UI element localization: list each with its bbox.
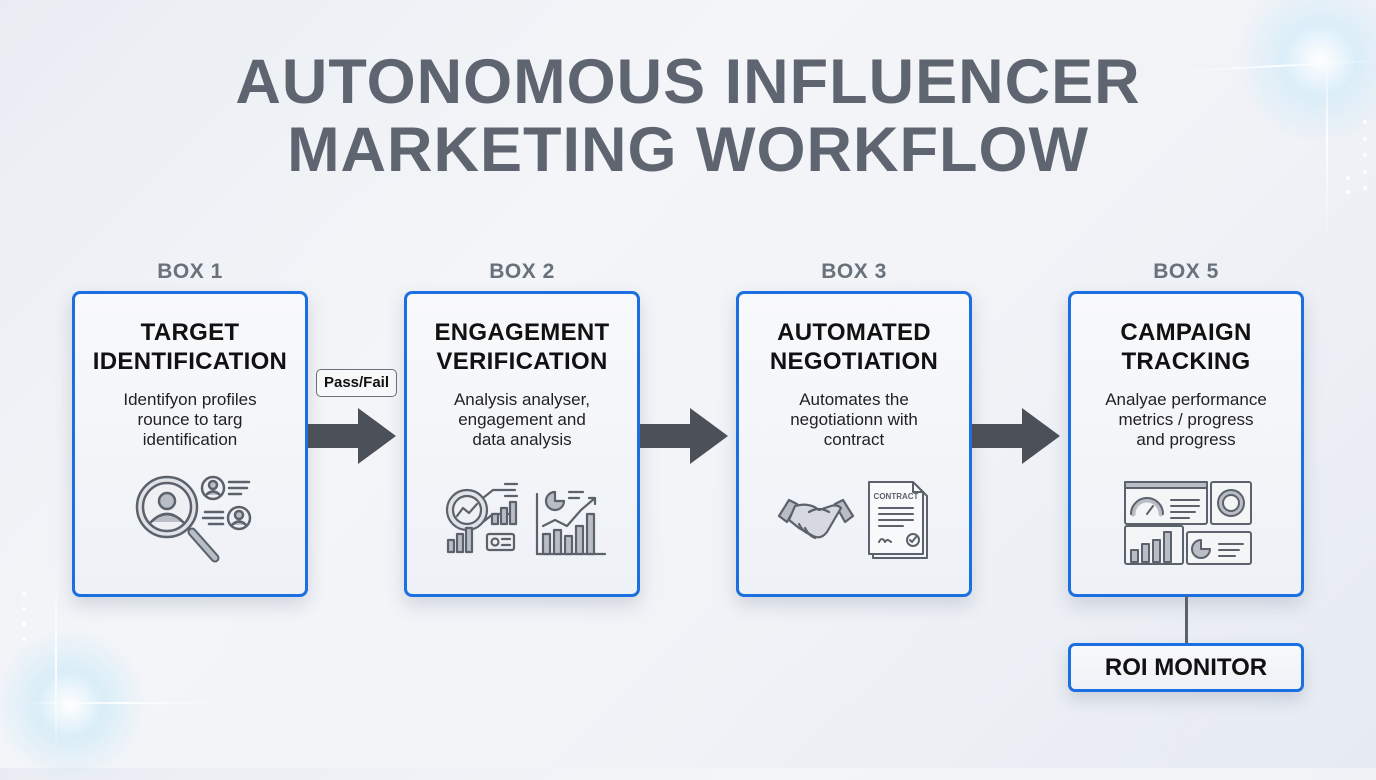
arrow-right-icon <box>308 408 396 464</box>
step-description-line: Analysis analyser, <box>453 390 591 409</box>
step-description-line: Automates the <box>799 390 909 409</box>
light-streak <box>55 560 57 760</box>
step-description-line: identification <box>142 430 238 449</box>
connector-line <box>1185 596 1188 644</box>
decor-dot <box>1363 120 1367 124</box>
step-description-line: and progress <box>1136 430 1236 449</box>
step-description: Automates the negotiationn with contract <box>747 390 961 450</box>
decor-dot <box>1363 186 1367 190</box>
contract-label: CONTRACT <box>874 492 919 501</box>
step-description-line: data analysis <box>472 430 572 449</box>
decor-dot <box>1363 170 1367 174</box>
step-description: Analyae performance metrics / progress a… <box>1079 390 1293 450</box>
decor-dot <box>1346 176 1350 180</box>
arrow-right-icon <box>640 408 728 464</box>
analytics-charts-icon <box>445 482 607 556</box>
step-title: ENGAGEMENT VERIFICATION <box>407 318 637 376</box>
decor-dot <box>22 607 26 611</box>
step-card-engagement-verification[interactable]: ENGAGEMENT VERIFICATION Analysis analyse… <box>404 291 640 597</box>
light-streak <box>1326 40 1328 240</box>
step-title: CAMPAIGN TRACKING <box>1071 318 1301 376</box>
step-title-line: NEGOTIATION <box>769 348 939 375</box>
step-title-line: AUTOMATED <box>777 319 931 346</box>
arrow-right-icon <box>972 408 1060 464</box>
dashboard-icon <box>1124 481 1252 565</box>
step-title: AUTOMATED NEGOTIATION <box>739 318 969 376</box>
step-card-automated-negotiation[interactable]: AUTOMATED NEGOTIATION Automates the nego… <box>736 291 972 597</box>
magnifier-user-profiles-icon <box>135 475 252 563</box>
handshake-contract-icon: CONTRACT <box>777 481 928 559</box>
decor-dot <box>1346 190 1350 194</box>
step-card-campaign-tracking[interactable]: CAMPAIGN TRACKING Analyae performance me… <box>1068 291 1304 597</box>
step-description: Identifyon profiles rounce to targ ident… <box>83 390 297 450</box>
step-label-4: BOX 5 <box>1153 260 1219 283</box>
light-streak <box>20 702 220 704</box>
step-title-line: IDENTIFICATION <box>92 348 288 375</box>
step-description: Analysis analyser, engagement and data a… <box>415 390 629 450</box>
step-title: TARGET IDENTIFICATION <box>75 318 305 376</box>
step-description-line: metrics / progress <box>1118 410 1254 429</box>
light-flare-bottom-left <box>0 630 150 780</box>
step-title-line: ENGAGEMENT <box>434 319 610 346</box>
step-title-line: TARGET <box>140 319 240 346</box>
step-card-target-identification[interactable]: TARGET IDENTIFICATION Identifyon profile… <box>72 291 308 597</box>
decor-dot <box>22 637 26 641</box>
step-description-line: negotiationn with <box>790 410 918 429</box>
step-title-line: CAMPAIGN <box>1120 319 1252 346</box>
step-description-line: rounce to targ <box>137 410 243 429</box>
step-description-line: Identifyon profiles <box>123 390 257 409</box>
step-title-line: VERIFICATION <box>436 348 608 375</box>
step-label-2: BOX 2 <box>489 260 555 283</box>
step-description-line: engagement and <box>458 410 586 429</box>
decor-dot <box>22 622 26 626</box>
decor-dot <box>1363 153 1367 157</box>
pass-fail-badge: Pass/Fail <box>316 369 397 397</box>
step-description-line: Analyae performance <box>1105 390 1267 409</box>
decor-dot <box>22 592 26 596</box>
step-description-line: contract <box>823 430 885 449</box>
page-title-line-1: AUTONOMOUS INFLUENCER <box>235 47 1141 117</box>
step-title-line: TRACKING <box>1121 348 1251 375</box>
step-label-3: BOX 3 <box>821 260 887 283</box>
decor-dot <box>1363 137 1367 141</box>
page-title-line-2: MARKETING WORKFLOW <box>287 115 1089 185</box>
roi-monitor-box[interactable]: ROI MONITOR <box>1068 643 1304 692</box>
step-label-1: BOX 1 <box>157 260 223 283</box>
